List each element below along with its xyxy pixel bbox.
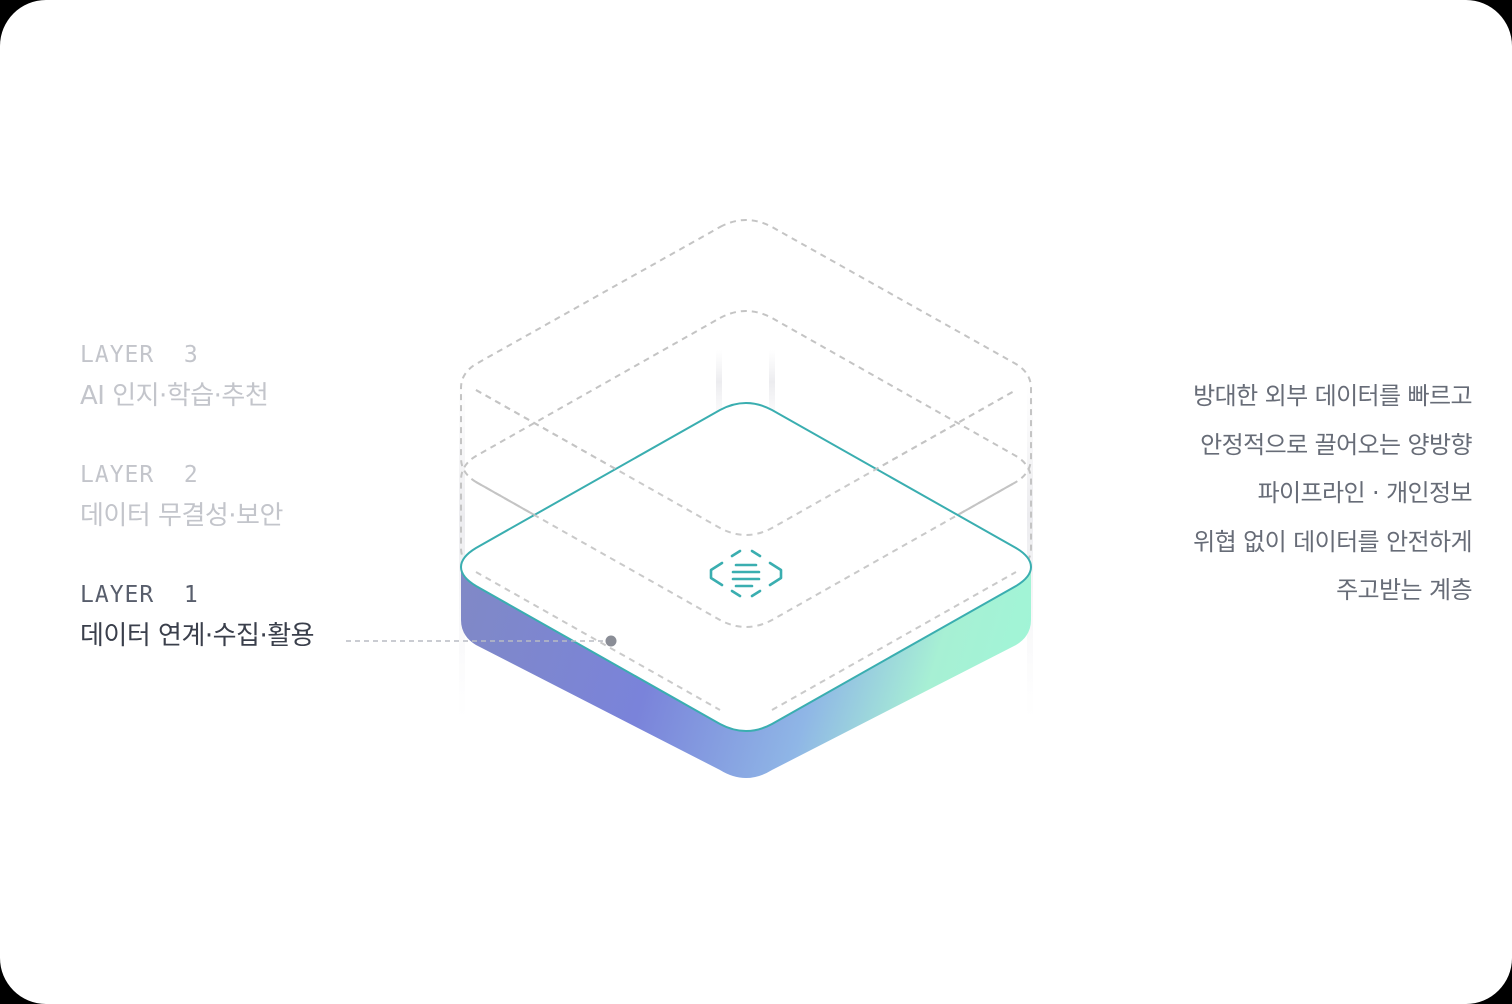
layer-1-tag: LAYER 1: [80, 582, 199, 608]
layer-3-title: AI 인지·학습·추천: [80, 381, 269, 411]
layer-3-tag: LAYER 3: [80, 342, 199, 368]
layer-2-label[interactable]: LAYER 2 데이터 무결성·보안: [80, 460, 283, 534]
layer-2-title: 데이터 무결성·보안: [80, 501, 283, 531]
layer-description: 방대한 외부 데이터를 빠르고 안정적으로 끌어오는 양방향 파이프라인 · 개…: [1193, 372, 1472, 615]
layer-3-outline-front: [475, 389, 1017, 536]
description-line: 파이프라인 · 개인정보: [1257, 479, 1473, 507]
post-center-left: [716, 350, 722, 430]
layer-1-connector-dot: [605, 635, 617, 647]
description-line: 위협 없이 데이터를 안전하게: [1193, 527, 1472, 556]
layer-2-tag: LAYER 2: [80, 462, 199, 488]
description-line: 주고받는 계층: [1336, 576, 1473, 604]
document-scan-icon: [709, 549, 783, 598]
layer-1-title: 데이터 연계·수집·활용: [80, 621, 315, 651]
post-center-right: [769, 350, 775, 430]
layer-1-label[interactable]: LAYER 1 데이터 연계·수집·활용: [80, 580, 315, 654]
layer-3-label[interactable]: LAYER 3 AI 인지·학습·추천: [80, 340, 269, 414]
description-line: 안정적으로 끌어오는 양방향: [1200, 430, 1472, 459]
layer-2-outline-front: [475, 481, 1017, 711]
description-line: 방대한 외부 데이터를 빠르고: [1193, 382, 1472, 410]
layer-1-slab-top: [459, 402, 1033, 732]
